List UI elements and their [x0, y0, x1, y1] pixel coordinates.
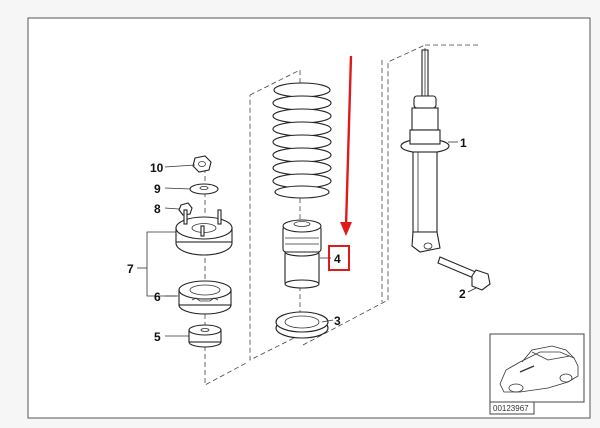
- shock-frame-left: [302, 44, 426, 346]
- lower-cap: [188, 324, 222, 348]
- nut: [192, 155, 212, 173]
- callout-7: 7: [127, 262, 134, 276]
- callout-4: 4: [334, 252, 341, 266]
- thumbnail-code: 00123967: [493, 404, 529, 413]
- callout-1: 1: [460, 136, 467, 150]
- strut-mount: [175, 209, 233, 256]
- washer: [189, 183, 219, 195]
- coil-spring: [272, 82, 332, 199]
- vehicle-thumbnail: [489, 333, 585, 415]
- highlight-box: [328, 245, 350, 271]
- callout-3: 3: [334, 314, 341, 328]
- small-nut: [178, 202, 193, 216]
- spring-pad: [275, 311, 329, 339]
- callout-10: 10: [150, 161, 164, 175]
- callout-6: 6: [154, 290, 161, 304]
- callout-2: 2: [459, 287, 466, 301]
- shock-absorber: [400, 48, 450, 253]
- callout-9: 9: [154, 182, 161, 196]
- bump-stop: [282, 219, 322, 289]
- bolt: [437, 256, 491, 291]
- highlight-arrow: [340, 55, 353, 236]
- callout-5: 5: [154, 330, 161, 344]
- rubber-bushing: [178, 280, 232, 315]
- callout-8: 8: [154, 202, 161, 216]
